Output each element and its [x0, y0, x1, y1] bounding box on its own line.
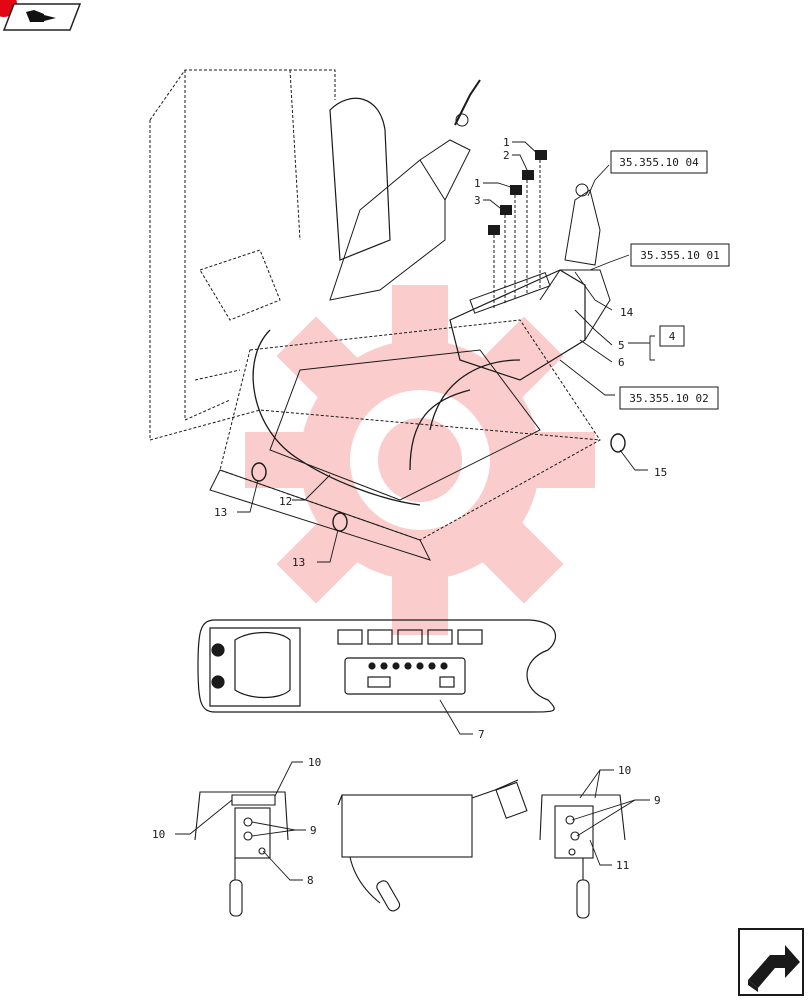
callout-1: 1 — [474, 177, 481, 190]
leader-lines — [175, 141, 655, 881]
reference-box-35-355-10-01[interactable]: 35.355.10 01 — [630, 243, 730, 267]
armrest-control-panel — [197, 619, 557, 713]
callout-2: 2 — [503, 149, 510, 162]
callout-10: 10 — [308, 756, 321, 769]
callout-3: 3 — [474, 194, 481, 207]
callout-11: 11 — [616, 859, 629, 872]
callout-9: 9 — [654, 794, 661, 807]
callout-13: 13 — [214, 506, 227, 519]
reference-box-35-355-10-02[interactable]: 35.355.10 02 — [619, 386, 719, 410]
reference-label: 35.355.10 04 — [619, 156, 699, 169]
watermark-gear-icon — [245, 285, 595, 635]
reference-label: 35.355.10 01 — [640, 249, 719, 262]
reference-label: 4 — [669, 330, 676, 343]
catalog-badge[interactable] — [0, 0, 82, 31]
callout-14: 14 — [620, 306, 634, 319]
bracket-left — [194, 791, 289, 917]
switch-parts — [488, 150, 547, 310]
callout-5: 5 — [618, 339, 625, 352]
callout-10: 10 — [618, 764, 631, 777]
callout-1: 1 — [503, 136, 510, 149]
bracket-middle — [337, 779, 528, 912]
callout-12: 12 — [279, 495, 292, 508]
callout-8: 8 — [307, 874, 314, 887]
callout-9: 9 — [310, 824, 317, 837]
reference-box-group-4[interactable]: 4 — [659, 325, 685, 347]
callout-13: 13 — [292, 556, 305, 569]
reference-label: 35.355.10 02 — [629, 392, 708, 405]
bracket-right — [539, 794, 626, 919]
o-ring-parts — [251, 433, 626, 532]
next-page-button[interactable] — [738, 928, 804, 996]
callout-10: 10 — [152, 828, 165, 841]
book-pointing-hand-icon — [26, 10, 56, 22]
callout-7: 7 — [478, 728, 485, 741]
cab-seat-assembly — [149, 69, 611, 561]
callout-6: 6 — [618, 356, 625, 369]
reference-box-35-355-10-04[interactable]: 35.355.10 04 — [610, 150, 708, 174]
next-page-arrow-icon — [748, 945, 800, 992]
callout-15: 15 — [654, 466, 667, 479]
